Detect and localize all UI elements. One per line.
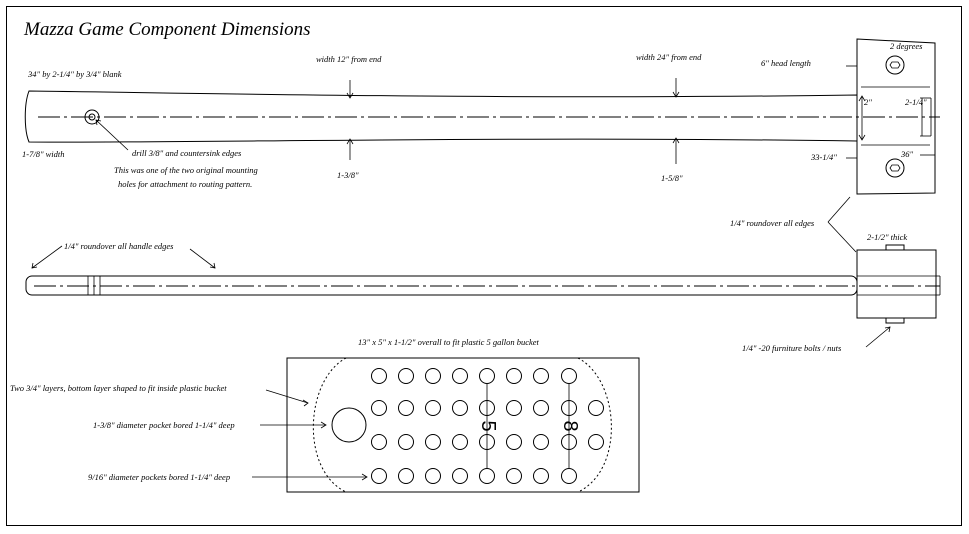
roundover-all-label: 1/4" roundover all edges <box>730 218 815 228</box>
small-pocket <box>398 368 414 384</box>
small-pocket <box>425 400 441 416</box>
two-quarter-label: 2-1/4" <box>905 97 927 107</box>
pocket-small-label: 9/16" diameter pockets bored 1-1/4" deep <box>88 472 230 482</box>
head-bolt-hole-top <box>885 55 905 75</box>
small-pocket <box>452 400 468 416</box>
two-inch-label: 2" <box>864 97 872 107</box>
small-pockets <box>371 368 604 484</box>
head-side-view <box>856 244 941 324</box>
small-pocket <box>479 368 495 384</box>
small-pocket <box>425 368 441 384</box>
small-pocket <box>506 400 522 416</box>
small-pocket <box>371 400 387 416</box>
layers-label: Two 3/4" layers, bottom layer shaped to … <box>10 383 227 393</box>
dim-33-label: 33-1/4" <box>810 152 837 162</box>
thick-label: 2-1/2" thick <box>867 232 907 242</box>
small-pocket <box>398 468 414 484</box>
small-pocket <box>588 434 604 450</box>
small-pocket <box>452 368 468 384</box>
small-pocket <box>561 468 577 484</box>
board-overall-label: 13" x 5" x 1-1/2" overall to fit plastic… <box>358 337 540 347</box>
mount-note-line-2: holes for attachment to routing pattern. <box>118 179 252 189</box>
small-pocket <box>425 434 441 450</box>
small-pocket <box>506 368 522 384</box>
small-pocket <box>533 368 549 384</box>
small-pocket <box>371 368 387 384</box>
mount-note-line-1: This was one of the two original mountin… <box>114 165 258 175</box>
large-pocket <box>331 407 367 443</box>
small-pocket <box>561 368 577 384</box>
small-pocket <box>398 400 414 416</box>
head-length-label: 6" head length <box>761 58 811 68</box>
pocket-digit-5: 5 <box>477 420 499 431</box>
small-pocket <box>588 400 604 416</box>
pocket-digit-8: 8 <box>559 420 581 431</box>
small-pocket <box>425 468 441 484</box>
mounting-hole <box>84 109 100 125</box>
drawing-title: Mazza Game Component Dimensions <box>23 19 311 40</box>
small-pocket <box>533 400 549 416</box>
two-degrees-label: 2 degrees <box>890 41 923 51</box>
small-pocket <box>506 468 522 484</box>
pocket-links <box>486 384 570 468</box>
dim-1-3-8-label: 1-3/8" <box>337 170 359 180</box>
pocket-large-label: 1-3/8" diameter pocket bored 1-1/4" deep <box>93 420 235 430</box>
small-pocket <box>506 434 522 450</box>
dim-36-label: 36" <box>900 149 914 159</box>
roundover-handle-label: 1/4" roundover all handle edges <box>64 241 174 251</box>
small-pocket <box>371 468 387 484</box>
small-pocket <box>533 468 549 484</box>
drawing-border <box>6 6 962 526</box>
small-pocket <box>533 434 549 450</box>
dim-1-5-8-label: 1-5/8" <box>661 173 683 183</box>
game-board: 5 8 <box>286 357 640 493</box>
small-pocket <box>452 468 468 484</box>
bolts-label: 1/4" -20 furniture bolts / nuts <box>742 343 842 353</box>
blank-size-label: 34" by 2-1/4" by 3/4" blank <box>27 69 122 79</box>
small-pocket <box>398 434 414 450</box>
small-pocket <box>452 434 468 450</box>
head-top-view <box>846 38 936 195</box>
head-bolt-hole-bottom <box>885 158 905 178</box>
handle-top-view <box>24 90 940 143</box>
small-pocket <box>479 468 495 484</box>
drill-label: drill 3/8" and countersink edges <box>132 148 242 158</box>
handle-side-view <box>25 275 940 296</box>
small-pocket <box>371 434 387 450</box>
width-12-label: width 12" from end <box>316 54 382 64</box>
width-24-label: width 24" from end <box>636 52 702 62</box>
width-1-7-8-label: 1-7/8" width <box>22 149 65 159</box>
